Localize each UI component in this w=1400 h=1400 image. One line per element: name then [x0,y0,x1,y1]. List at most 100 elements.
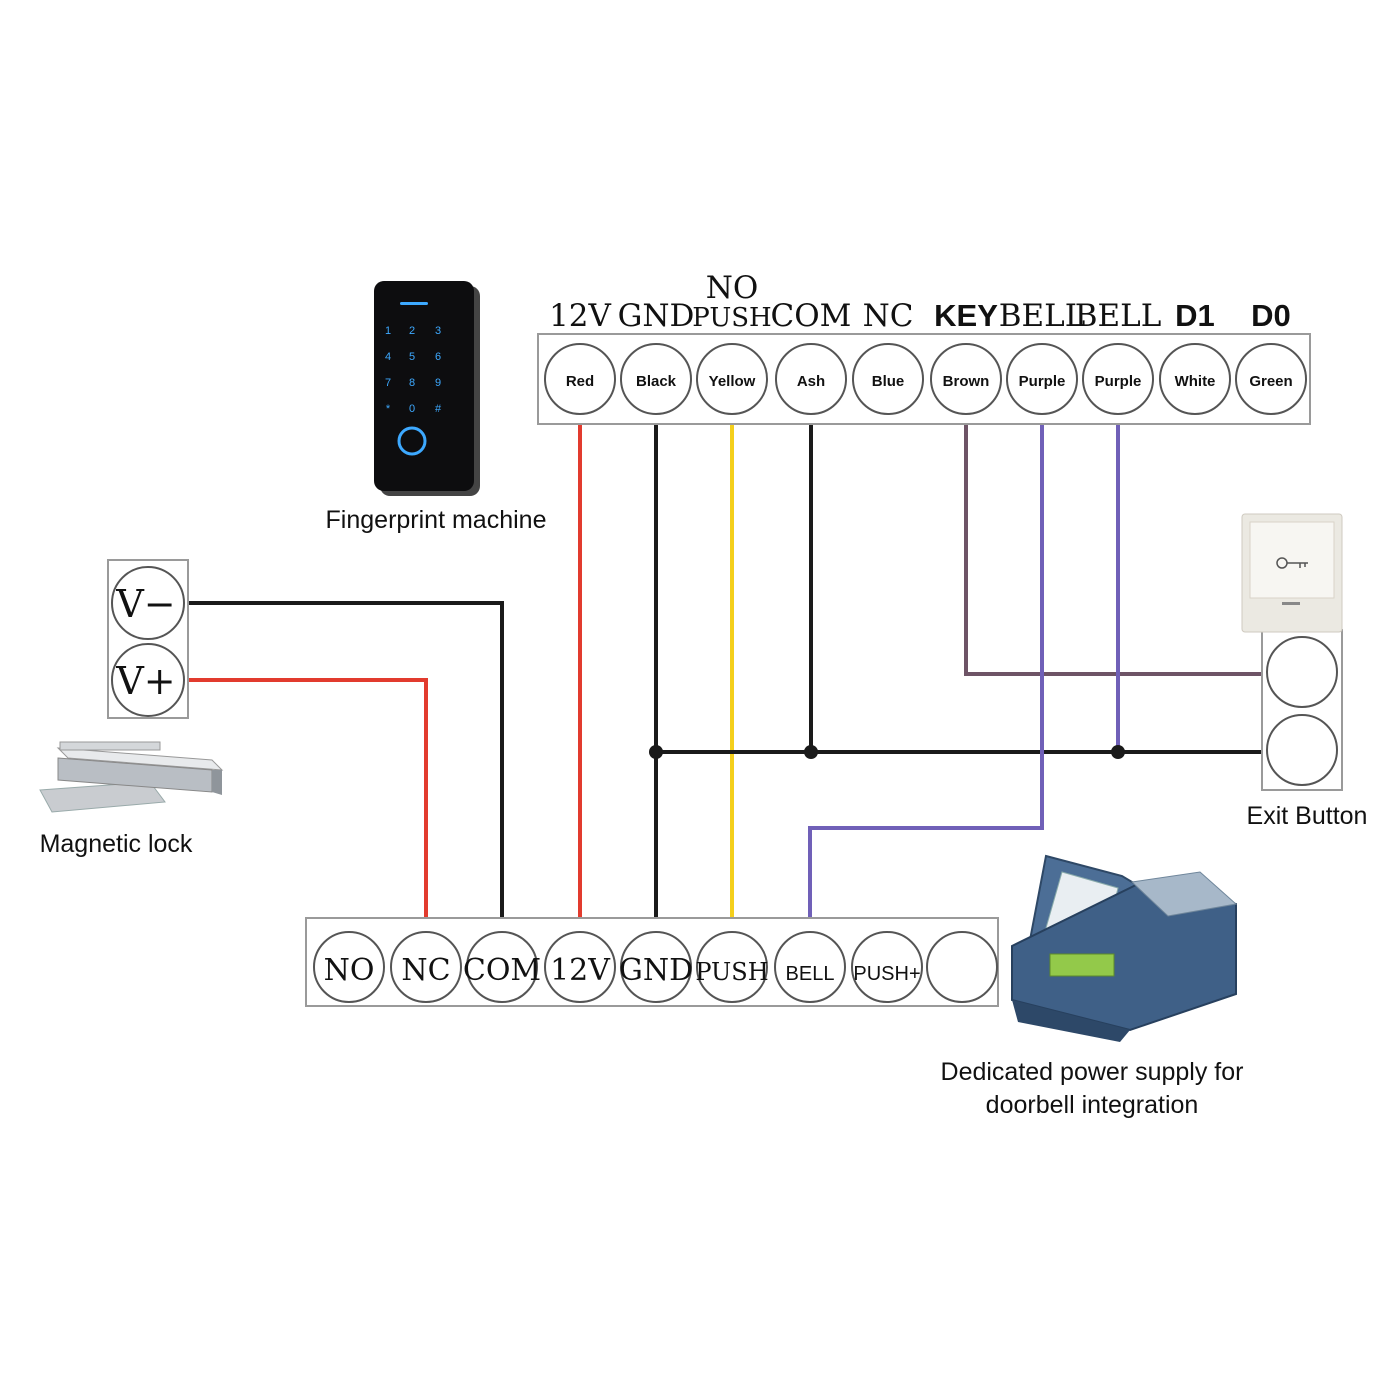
bottom-pin-circle [851,931,923,1003]
top-pin-label: COM [771,298,852,334]
bottom-pin-label: GND [619,953,693,988]
fingerprint-key: 5 [409,351,415,363]
top-pin-wire-color: White [1175,373,1216,390]
fingerprint-caption: Fingerprint machine [326,506,547,534]
top-pin-circle [1235,343,1307,415]
power-supply-caption-line1: Dedicated power supply for [941,1058,1244,1086]
exit-button-face [1249,521,1335,599]
top-pin-wire-color: Purple [1019,373,1066,390]
lock-pin-label: V− [115,582,175,626]
top-pin-wire-color: Yellow [709,373,756,390]
fingerprint-key: 3 [435,325,441,337]
top-pin-label: NO [706,270,759,306]
bottom-pin-label: NC [401,953,450,988]
junction-dots [649,745,1125,759]
exit-button-picture [1241,513,1343,633]
top-pin-circle [930,343,1002,415]
lock-bracket [59,741,161,751]
bottom-pin-circle [696,931,768,1003]
top-pin-circle [1159,343,1231,415]
bottom-pin-label: COM [463,953,541,988]
psu-base-flap [1012,1000,1130,1042]
top-pin-label: 12V [549,298,611,334]
bottom-pin-circle [774,931,846,1003]
wire-purple-bell-1 [808,424,1044,932]
fingerprint-key: 2 [409,325,415,337]
exit-button-terminal [1261,629,1343,791]
fingerprint-key: 6 [435,351,441,363]
bottom-pin-label: NO [324,953,375,988]
fingerprint-key: 9 [435,377,441,389]
fingerprint-key: 1 [385,325,391,337]
psu-top-panel [1130,871,1238,917]
bottom-pin-circle [620,931,692,1003]
wire-red-lock-vplus [186,678,428,932]
lock-body-side [212,770,222,795]
bottom-pin-label: 12V [550,953,611,988]
top-pin-circle [696,343,768,415]
top-terminal-pins: Red Black Yellow Ash Blue Brown Purple Purple Wh… [544,343,1307,415]
lock-pin-label: V+ [115,659,175,703]
junction-gnd [649,745,663,759]
lock-pin-circle [111,566,185,640]
fingerprint-indicator-bar [400,302,428,305]
top-pin-wire-color: Blue [872,373,905,390]
fingerprint-key: * [386,403,391,415]
bottom-pin-circle [313,931,385,1003]
wire-brown-key [964,424,1268,676]
exit-button-caption: Exit Button [1247,802,1368,830]
top-pin-circle [1082,343,1154,415]
top-pin-wire-color: Purple [1095,373,1142,390]
lock-terminal-pins: V− V+ [111,566,185,717]
magnetic-lock-caption: Magnetic lock [40,830,193,858]
top-pin-wire-color: Red [566,373,594,390]
top-pin-circle [620,343,692,415]
psu-terminal-block [1049,953,1115,977]
top-pin-wire-color: Black [636,373,677,390]
key-icon [1287,562,1308,568]
top-pin-label: GND [618,298,695,334]
exit-terminal-pin-1 [1266,636,1338,708]
bottom-pin-circle [544,931,616,1003]
junction-com [804,745,818,759]
top-pin-wire-color: Ash [797,373,825,390]
fingerprint-key: 8 [409,377,415,389]
junction-bell [1111,745,1125,759]
exit-button-brand-mark [1282,602,1300,605]
fingerprint-sensor-icon [397,426,427,456]
top-pin-circle [1006,343,1078,415]
wires [186,424,1268,932]
top-pin-circle [544,343,616,415]
lock-pin-circle [111,643,185,717]
power-supply-caption-line2: doorbell integration [986,1091,1199,1119]
bottom-pin-circle [466,931,538,1003]
magnetic-lock-picture [39,741,224,813]
bottom-pin-label: BELL [786,963,835,985]
top-pin-label: PUSH [692,303,771,333]
top-pin-label: D0 [1251,298,1291,333]
top-pin-label: BELL [999,298,1086,334]
magnetic-lock-terminal: V− V+ [107,559,189,719]
wire-black-lock-vminus [186,601,504,932]
top-pin-label: KEY [934,298,998,333]
fingerprint-key: 7 [385,377,391,389]
top-pin-circle [852,343,924,415]
exit-terminal-pin-2 [1266,714,1338,786]
bottom-pin-circle [390,931,462,1003]
bottom-pin-circle [926,931,998,1003]
top-pin-wire-color: Green [1249,373,1292,390]
top-pin-circle [775,343,847,415]
top-pin-label: D1 [1175,298,1215,333]
top-pin-label: BELL [1075,298,1162,334]
fingerprint-key: 4 [385,351,391,363]
power-supply-picture [1011,854,1238,1042]
top-pin-wire-color: Brown [943,373,990,390]
bottom-pin-label: PUSH [695,958,768,986]
